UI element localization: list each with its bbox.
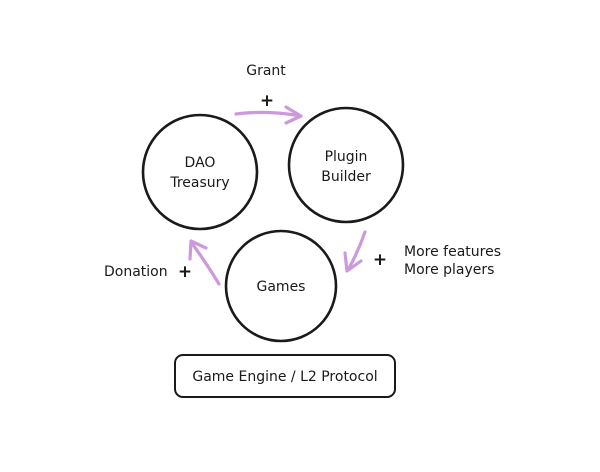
edge-grant-label: Grant [246, 63, 286, 79]
node-games-label: Games [257, 279, 306, 295]
edge-donation-plus: + [178, 262, 192, 282]
node-dao-treasury-line2: Treasury [169, 175, 229, 191]
arrow-features-head [343, 251, 363, 273]
node-games: Games [224, 229, 338, 343]
node-plugin-builder-circle [287, 106, 405, 224]
node-plugin-builder-line1: Plugin [325, 149, 368, 165]
node-dao-treasury-circle [141, 113, 259, 231]
foundation-box: Game Engine / L2 Protocol [174, 354, 396, 398]
edge-features-line2: More players [404, 262, 494, 278]
foundation-label: Game Engine / L2 Protocol [192, 369, 377, 385]
arrow-features [343, 230, 367, 273]
edge-features-plus: + [373, 250, 387, 270]
arrow-features-shaft [346, 230, 367, 272]
arrow-donation-shaft [189, 240, 221, 286]
arrow-grant [234, 105, 303, 125]
arrow-grant-head [284, 105, 303, 125]
arrow-donation [188, 239, 221, 286]
node-plugin-builder: Plugin Builder [287, 106, 405, 224]
edge-donation-label: Donation [104, 264, 168, 280]
node-dao-treasury: DAO Treasury [141, 113, 259, 231]
node-dao-treasury-line1: DAO [185, 155, 216, 171]
node-plugin-builder-line2: Builder [321, 169, 371, 185]
arrow-grant-shaft [234, 110, 302, 118]
edge-grant-plus: + [260, 91, 274, 111]
arrow-donation-head [188, 239, 208, 261]
node-games-circle [224, 229, 338, 343]
foundation-box-border [174, 354, 396, 398]
edge-features-line1: More features [404, 244, 501, 260]
